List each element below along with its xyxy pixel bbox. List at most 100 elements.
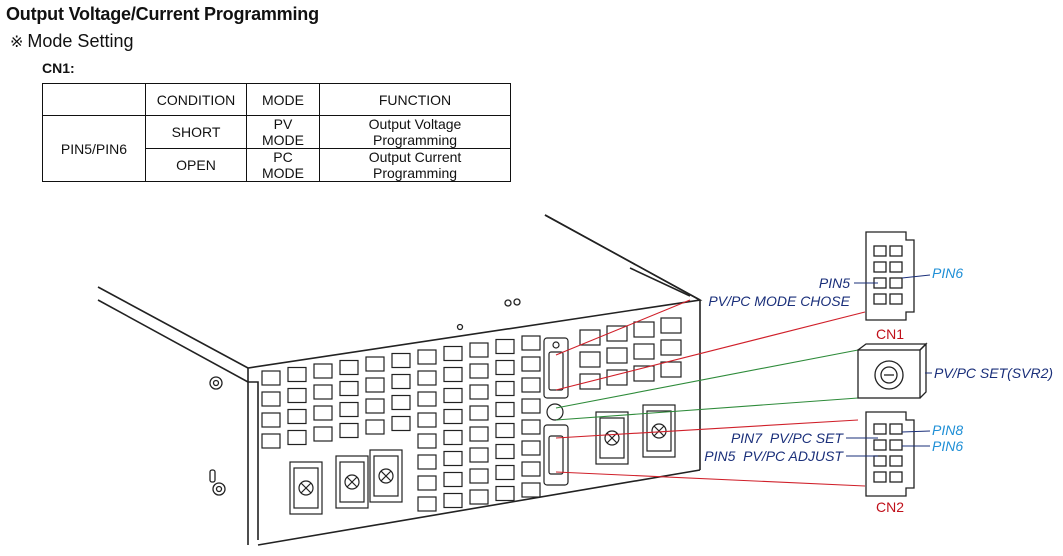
ventilation-grid [261,317,682,512]
vent-hole [443,471,463,488]
condition-cell: SHORT [145,115,247,149]
vent-hole [365,398,385,414]
chassis-connector-column [543,337,569,486]
terminal-screw [369,449,403,503]
vent-hole [365,377,385,393]
vent-hole [469,426,489,442]
pin-pointer-lines [846,274,932,457]
terminal-screw [335,455,369,509]
table-row: OPEN PC MODE Output Current Programming [43,148,511,182]
vent-hole [579,329,601,346]
vent-hole [339,401,359,418]
svr2-potentiometer [857,342,928,399]
vent-hole [521,356,541,372]
vent-hole [469,363,489,379]
cn1-connector [865,231,915,321]
vent-hole [495,401,515,418]
vent-hole [443,408,463,425]
vent-hole [261,412,281,428]
vent-hole [521,440,541,456]
vent-hole [417,454,437,470]
mode-chose-label: PV/PC MODE CHOSE [708,293,850,309]
vent-hole [417,391,437,407]
vent-hole [261,391,281,407]
table-header-row: CONDITION MODE FUNCTION [42,83,511,116]
pin5-label: PIN5 [819,275,850,291]
vent-hole [521,398,541,414]
vent-hole [633,365,655,382]
svr2-label: PV/PC SET(SVR2) [934,365,1053,381]
vent-hole [417,475,437,491]
vent-hole [495,338,515,355]
column-header [42,83,146,116]
chassis-outline [97,214,703,546]
terminal-screw [595,411,629,465]
cn2-connector [865,411,915,497]
vent-hole [495,359,515,376]
vent-hole [443,345,463,362]
vent-hole [365,356,385,372]
vent-hole [495,485,515,502]
vent-hole [261,433,281,449]
pin6-label-cn1: PIN6 [932,265,963,281]
vent-hole [391,415,411,432]
output-terminal-blocks [289,404,676,515]
mode-setting-table: CONDITION MODE FUNCTION PIN5/PIN6 SHORT … [42,83,511,182]
vent-hole [313,405,333,421]
reference-mark: ※ [10,34,24,51]
vent-hole [660,339,682,356]
vent-hole [495,422,515,439]
vent-hole [579,373,601,390]
vent-hole [339,359,359,376]
diagram-labels: PIN5 PIN6 PV/PC MODE CHOSE CN1 PV/PC SET… [704,265,1053,515]
vent-hole [443,387,463,404]
vent-hole [633,343,655,360]
condition-cell: OPEN [145,148,247,182]
vent-hole [660,361,682,378]
subtitle-text: Mode Setting [27,31,134,51]
vent-hole [521,482,541,498]
column-header-condition: CONDITION [145,83,247,116]
vent-hole [417,412,437,428]
vent-hole [521,335,541,351]
vent-hole [521,461,541,477]
pin-group-cell: PIN5/PIN6 [42,115,146,182]
vent-hole [443,366,463,383]
vent-hole [469,447,489,463]
cn2-label: CN2 [876,499,904,515]
cn1-label: CN1 [876,326,904,342]
vent-hole [261,370,281,386]
pin8-label: PIN8 [932,422,963,438]
table-row: PIN5/PIN6 SHORT PV MODE Output Voltage P… [42,115,511,182]
function-cell: Output Current Programming [319,148,511,182]
vent-hole [287,408,307,425]
vent-hole [313,363,333,379]
vent-hole [443,450,463,467]
mode-cell: PC MODE [246,148,320,182]
vent-hole [606,325,628,342]
vent-hole [417,433,437,449]
vent-hole [660,317,682,334]
vent-hole [606,347,628,364]
vent-hole [443,429,463,446]
page-title: Output Voltage/Current Programming [6,4,319,24]
column-header-function: FUNCTION [319,83,511,116]
pv-pc-set-label: PIN7 PV/PC SET [731,430,844,446]
vent-hole [495,380,515,397]
leader-lines [555,299,866,487]
connector-label: CN1: [42,60,75,76]
vent-hole [521,377,541,393]
vent-hole [521,419,541,435]
vent-hole [313,384,333,400]
vent-hole [313,426,333,442]
vent-hole [339,380,359,397]
vent-hole [417,496,437,512]
mode-cell: PV MODE [246,115,320,149]
vent-hole [469,405,489,421]
vent-hole [391,394,411,411]
vent-hole [606,369,628,386]
vent-hole [443,492,463,509]
vent-hole [495,464,515,481]
terminal-screw [289,461,323,515]
